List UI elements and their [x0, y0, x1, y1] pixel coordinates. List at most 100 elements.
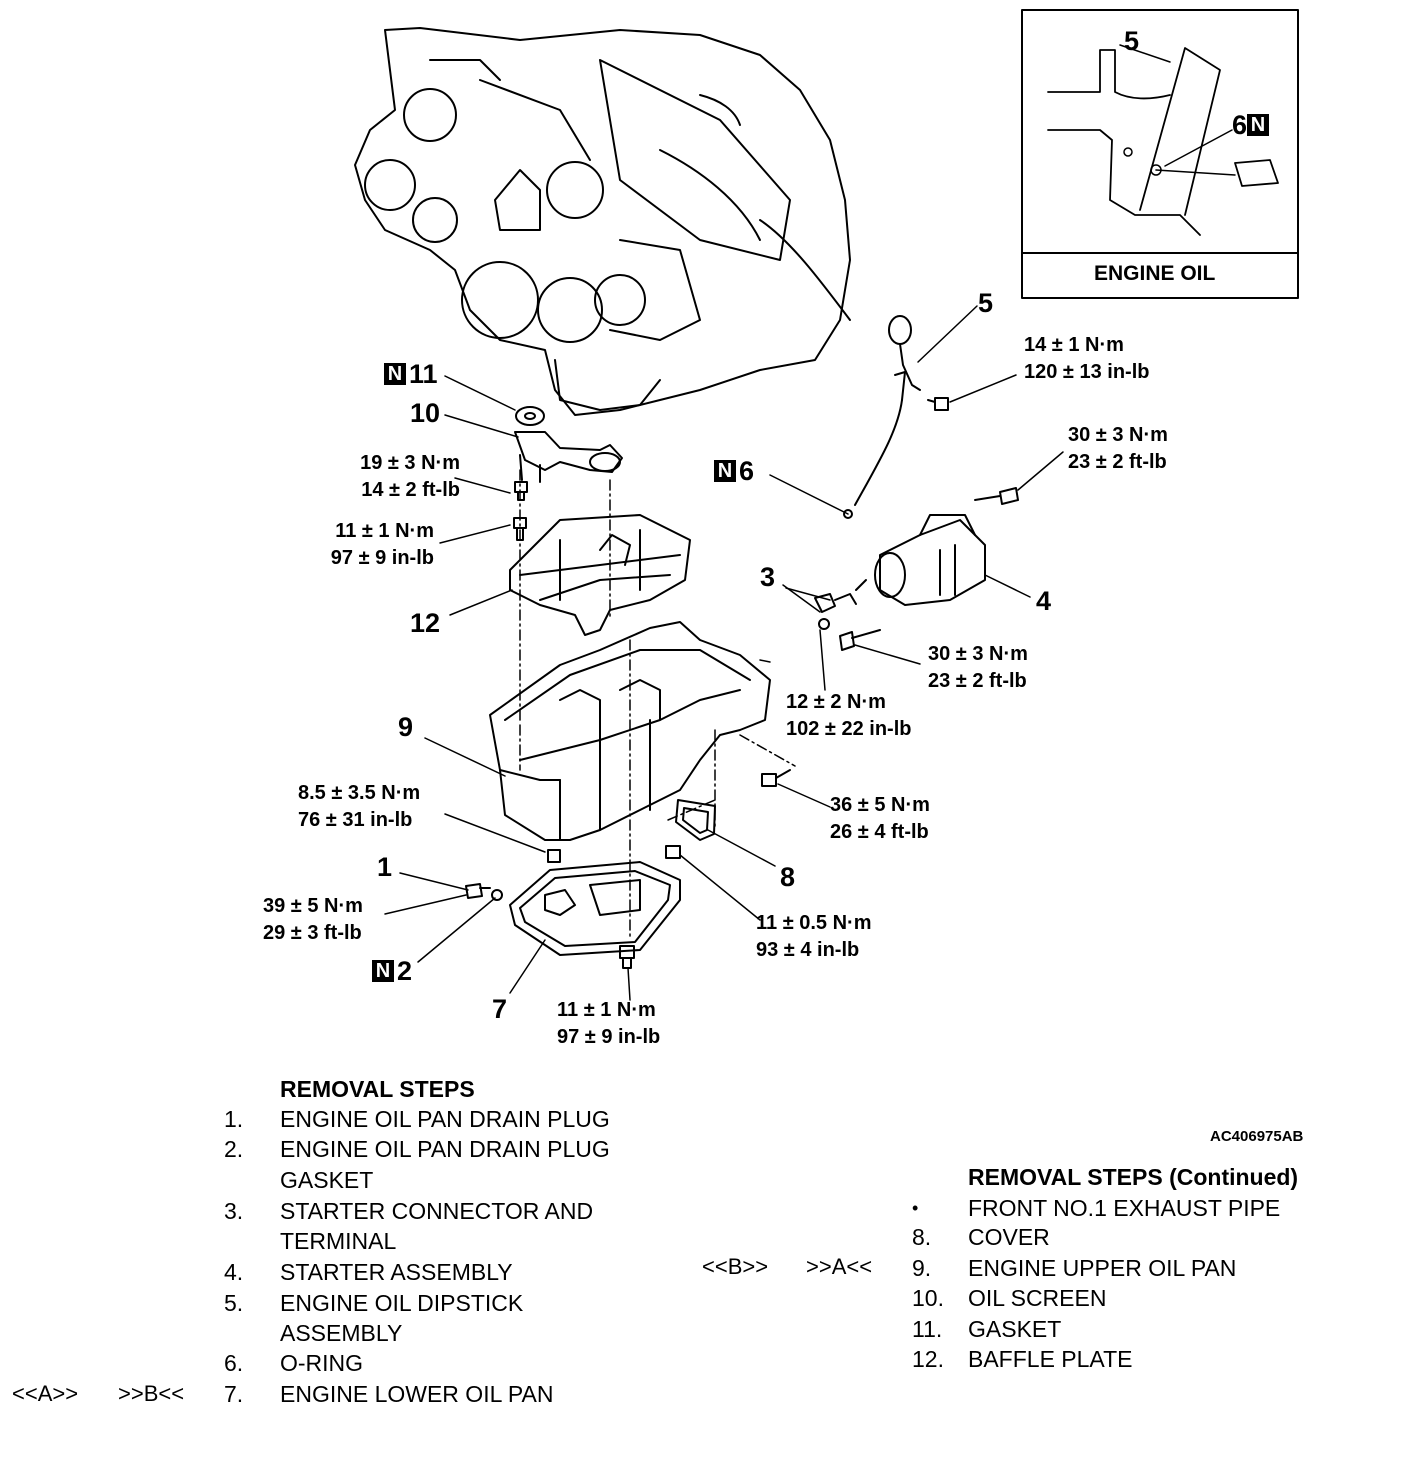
torque-upper-oil-pan-bolt: 8.5 ± 3.5 N·m 76 ± 31 in-lb [298, 780, 420, 834]
torque-imperial: 23 ± 2 ft-lb [928, 670, 1027, 692]
step-num: 8. [912, 1224, 932, 1250]
bullet-icon: • [912, 1198, 919, 1218]
torque-imperial: 97 ± 9 in-lb [557, 1026, 661, 1048]
step-num: 9. [912, 1255, 932, 1281]
step-num: 7. [224, 1381, 244, 1407]
step-text: STARTER CONNECTOR AND [280, 1198, 594, 1224]
torque-starter-terminal: 12 ± 2 N·m 102 ± 22 in-lb [786, 689, 911, 743]
bolts-drawing [465, 397, 1019, 969]
step-text: ENGINE OIL PAN DRAIN PLUG [280, 1106, 610, 1132]
step-text: ENGINE LOWER OIL PAN [280, 1381, 554, 1407]
inset-callout-6-number: 6 [1232, 110, 1248, 140]
callout-5: 5 [978, 288, 994, 318]
new-part-icon: N [384, 363, 406, 385]
callout-8: 8 [780, 862, 796, 892]
torque-dipstick-bolt: 14 ± 1 N·m 120 ± 13 in-lb [1024, 332, 1149, 386]
inset-box [1021, 9, 1299, 299]
torque-metric: 36 ± 5 N·m [830, 794, 930, 816]
procedure-mark-b: >>B<< [118, 1381, 185, 1406]
callout-7: 7 [492, 994, 508, 1024]
torque-lower-oil-pan-bolt: 11 ± 1 N·m 97 ± 9 in-lb [557, 997, 660, 1051]
inset-title: ENGINE OIL [1094, 262, 1216, 285]
torque-imperial: 97 ± 9 in-lb [330, 547, 434, 569]
torque-metric: 8.5 ± 3.5 N·m [298, 782, 421, 804]
procedure-mark-a: >>A<< [806, 1254, 873, 1279]
torque-imperial: 29 ± 3 ft-lb [263, 922, 362, 944]
torque-metric: 14 ± 1 N·m [1024, 334, 1124, 356]
torque-metric: 11 ± 1 N·m [557, 999, 656, 1021]
step-num: 3. [224, 1198, 244, 1224]
step-num: 4. [224, 1259, 244, 1285]
step-text: ENGINE UPPER OIL PAN [968, 1255, 1237, 1281]
step-text: FRONT NO.1 EXHAUST PIPE [968, 1195, 1281, 1221]
torque-oil-screen-bolt: 19 ± 3 N·m 14 ± 2 ft-lb [300, 450, 460, 504]
torque-imperial: 102 ± 22 in-lb [786, 718, 912, 740]
torque-metric: 19 ± 3 N·m [360, 452, 460, 474]
upper-oil-pan-drawing [489, 621, 771, 841]
torque-metric: 12 ± 2 N·m [786, 691, 886, 713]
callout-1: 1 [377, 852, 393, 882]
torque-imperial: 76 ± 31 in-lb [298, 809, 413, 831]
callout-2-number: 2 [397, 956, 413, 986]
torque-baffle-plate-bolt: 11 ± 1 N·m 97 ± 9 in-lb [300, 518, 434, 572]
step-num: 11. [912, 1316, 943, 1342]
torque-metric: 30 ± 3 N·m [1068, 424, 1168, 446]
torque-imperial: 14 ± 2 ft-lb [361, 479, 460, 501]
torque-imperial: 23 ± 2 ft-lb [1068, 451, 1167, 473]
torque-imperial: 120 ± 13 in-lb [1024, 361, 1150, 383]
new-part-icon: N [1247, 114, 1270, 136]
step-text: ASSEMBLY [280, 1320, 403, 1346]
inset-callout-5: 5 [1124, 26, 1140, 56]
torque-metric: 39 ± 5 N·m [263, 895, 363, 917]
cover-drawing [675, 799, 716, 841]
new-part-icon: N [372, 960, 394, 982]
torque-cover-bolt: 11 ± 0.5 N·m 93 ± 4 in-lb [756, 910, 871, 964]
step-text: GASKET [280, 1167, 374, 1193]
callout-9: 9 [398, 712, 414, 742]
torque-starter-lower-bolt: 30 ± 3 N·m 23 ± 2 ft-lb [928, 641, 1028, 695]
step-num: 12. [912, 1346, 944, 1372]
step-num: 2. [224, 1136, 244, 1162]
step-text: ENGINE OIL PAN DRAIN PLUG [280, 1136, 610, 1162]
step-num: 1. [224, 1106, 244, 1132]
torque-metric: 11 ± 1 N·m [335, 520, 434, 542]
callout-11-number: 11 [409, 359, 438, 389]
callout-4: 4 [1036, 586, 1052, 616]
callout-10: 10 [410, 398, 441, 428]
callout-12: 12 [410, 608, 441, 638]
procedure-mark-a: <<A>> [12, 1381, 79, 1406]
step-num: 5. [224, 1290, 244, 1316]
removal-steps-heading: REMOVAL STEPS [280, 1076, 475, 1102]
torque-imperial: 93 ± 4 in-lb [756, 939, 860, 961]
step-num: 10. [912, 1285, 944, 1311]
torque-drain-plug: 39 ± 5 N·m 29 ± 3 ft-lb [263, 893, 363, 947]
procedure-mark-b: <<B>> [702, 1254, 769, 1279]
starter-drawing [814, 514, 986, 630]
step-text: O-RING [280, 1350, 364, 1376]
engine-block-drawing [354, 27, 851, 416]
figure-code: AC406975AB [1210, 1128, 1304, 1145]
removal-steps-continued-heading: REMOVAL STEPS (Continued) [968, 1164, 1299, 1190]
step-text: ENGINE OIL DIPSTICK [280, 1290, 524, 1316]
oil-screen-drawing [514, 406, 623, 483]
torque-bracket-bolt: 36 ± 5 N·m 26 ± 4 ft-lb [830, 792, 930, 846]
step-text: BAFFLE PLATE [968, 1346, 1133, 1372]
step-text: TERMINAL [280, 1228, 397, 1254]
torque-imperial: 26 ± 4 ft-lb [830, 821, 929, 843]
callout-3: 3 [760, 562, 776, 592]
alignment-lines [519, 469, 796, 941]
lower-oil-pan-drawing [509, 861, 681, 956]
torque-metric: 30 ± 3 N·m [928, 643, 1028, 665]
step-text: COVER [968, 1224, 1050, 1250]
step-num: 6. [224, 1350, 244, 1376]
step-text: STARTER ASSEMBLY [280, 1259, 513, 1285]
torque-starter-upper-bolt: 30 ± 3 N·m 23 ± 2 ft-lb [1068, 422, 1168, 476]
torque-metric: 11 ± 0.5 N·m [756, 912, 872, 934]
leader-lines [384, 305, 1064, 1001]
